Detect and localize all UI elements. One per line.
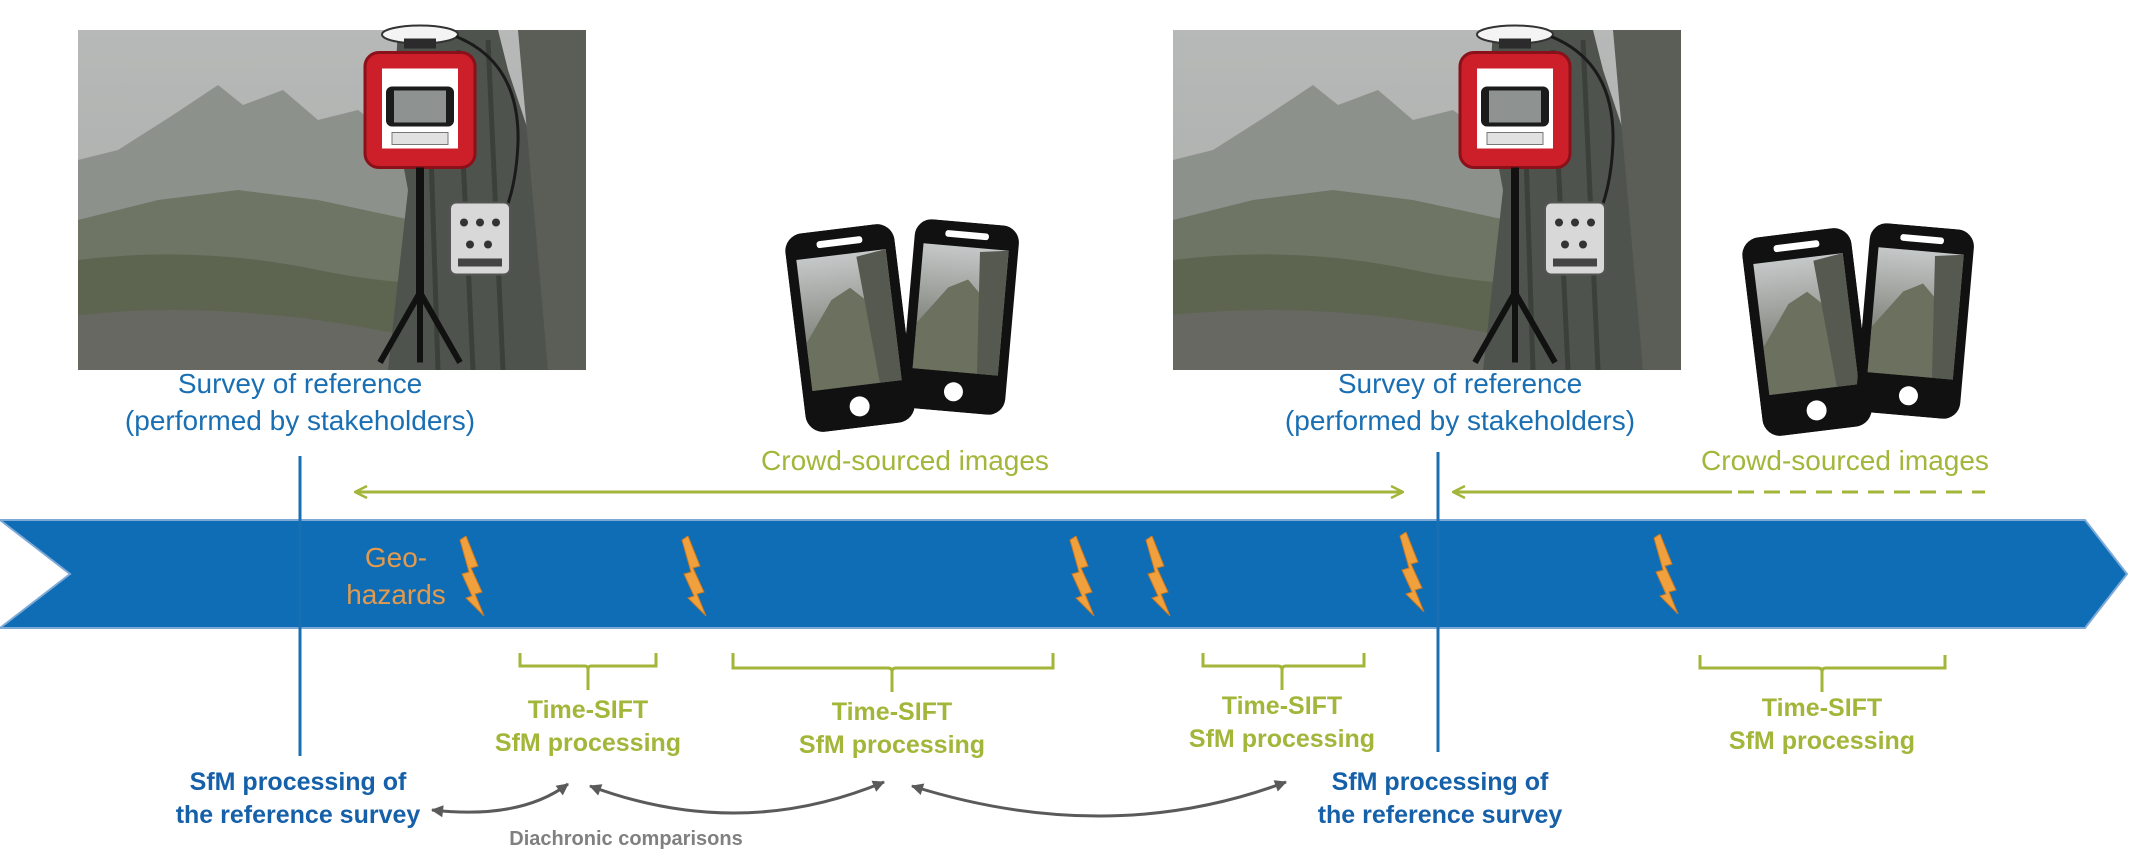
geohazards-line2: hazards bbox=[346, 578, 446, 610]
time-sift-label: Time-SIFT SfM processing bbox=[1182, 690, 1382, 756]
smartphone-icon bbox=[899, 217, 1021, 417]
diachronic-comparisons-label: Diachronic comparisons bbox=[509, 828, 743, 850]
time-sift-label: Time-SIFT SfM processing bbox=[488, 694, 688, 760]
sfm-reference-line2: the reference survey bbox=[1317, 801, 1563, 829]
time-sift-line2: SfM processing bbox=[1188, 725, 1376, 753]
time-sift-line2: SfM processing bbox=[798, 731, 986, 759]
survey-label-line1: Survey of reference bbox=[177, 368, 423, 399]
time-sift-brace bbox=[1201, 653, 1366, 690]
sfm-reference-label: SfM processing of the reference survey bbox=[1300, 766, 1580, 832]
time-sift-brace bbox=[731, 653, 1055, 692]
smartphone-icon bbox=[1854, 221, 1976, 421]
timeline-arrow bbox=[0, 519, 2129, 629]
time-sift-line2: SfM processing bbox=[494, 729, 682, 757]
time-sift-line2: SfM processing bbox=[1728, 727, 1916, 755]
survey-label: Survey of reference (performed by stakeh… bbox=[100, 366, 500, 440]
survey-label-line2: (performed by stakeholders) bbox=[1284, 404, 1636, 436]
geohazards-label: Geo- hazards bbox=[326, 540, 466, 614]
diachronic-arrow bbox=[431, 782, 569, 818]
time-sift-label: Time-SIFT SfM processing bbox=[792, 696, 992, 762]
time-sift-brace bbox=[1698, 655, 1947, 692]
time-sift-line1: Time-SIFT bbox=[1221, 692, 1343, 720]
sfm-reference-line1: SfM processing of bbox=[189, 768, 407, 796]
diachronic-arrow bbox=[911, 780, 1287, 818]
sfm-reference-line2: the reference survey bbox=[175, 801, 421, 829]
time-sift-brace bbox=[518, 653, 658, 690]
sfm-reference-label: SfM processing of the reference survey bbox=[158, 766, 438, 832]
geohazards-line1: Geo- bbox=[364, 542, 428, 573]
time-sift-line1: Time-SIFT bbox=[1761, 694, 1883, 722]
smartphone-icon bbox=[1740, 226, 1874, 438]
crowd-sourced-label: Crowd-sourced images bbox=[761, 445, 1049, 476]
survey-label-line2: (performed by stakeholders) bbox=[124, 404, 476, 436]
time-sift-line1: Time-SIFT bbox=[831, 698, 953, 726]
time-sift-label: Time-SIFT SfM processing bbox=[1722, 692, 1922, 758]
survey-label-line1: Survey of reference bbox=[1337, 368, 1583, 399]
diachronic-arrow bbox=[589, 780, 885, 815]
smartphone-icon bbox=[783, 222, 917, 434]
survey-label: Survey of reference (performed by stakeh… bbox=[1260, 366, 1660, 440]
time-sift-line1: Time-SIFT bbox=[527, 696, 649, 724]
sfm-reference-line1: SfM processing of bbox=[1331, 768, 1549, 796]
crowd-sourced-label: Crowd-sourced images bbox=[1701, 445, 1989, 476]
